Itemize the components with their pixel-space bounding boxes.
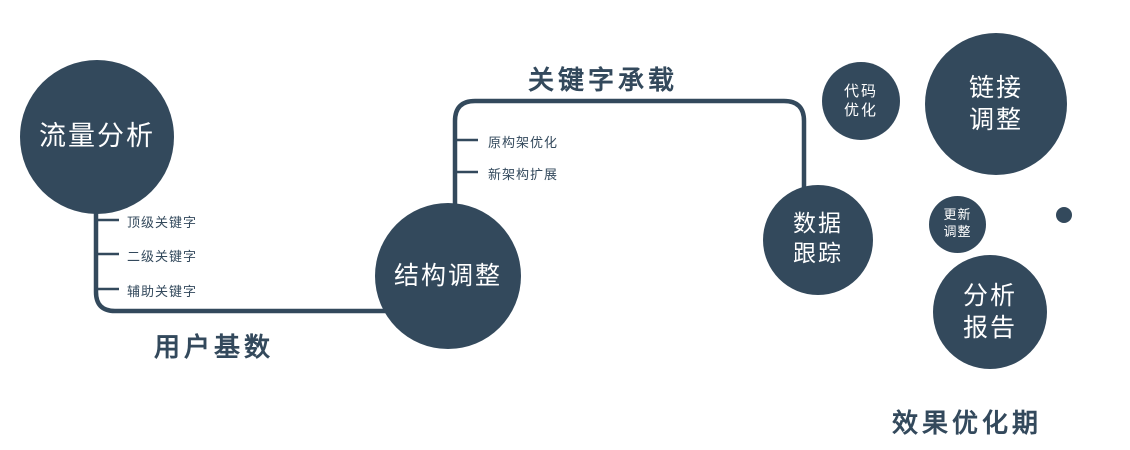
node-traffic-analysis: 流量分析 [20, 60, 174, 214]
node-analysis-report: 分析 报告 [933, 255, 1047, 369]
connector-traffic-to-structure [93, 198, 390, 314]
node-traffic-analysis-label: 流量分析 [39, 121, 155, 153]
branch-label-original-architecture: 原构架优化 [488, 136, 559, 151]
branch-label-auxiliary-keywords: 辅助关键字 [127, 285, 198, 300]
node-update-adjustment-line2: 调整 [943, 224, 972, 240]
node-structure-adjustment: 结构调整 [375, 203, 521, 349]
connector-structure-to-tracking [452, 98, 807, 208]
node-data-tracking-line1: 数据 [793, 211, 843, 238]
branch-label-new-architecture: 新架构扩展 [488, 168, 559, 183]
label-user-base: 用户基数 [154, 333, 275, 363]
node-data-tracking: 数据 跟踪 [763, 185, 873, 295]
branch-label-top-keywords: 顶级关键字 [127, 216, 198, 231]
node-code-optimization: 代码 优化 [822, 62, 900, 140]
label-effect-optimization-period: 效果优化期 [892, 409, 1043, 439]
node-code-optimization-line2: 优化 [843, 101, 878, 119]
node-update-adjustment-line1: 更新 [943, 207, 972, 223]
label-keyword-carrying: 关键字承载 [528, 66, 679, 96]
node-update-adjustment: 更新 调整 [929, 196, 986, 253]
node-link-adjustment: 链接 调整 [925, 33, 1067, 175]
node-data-tracking-line2: 跟踪 [793, 241, 843, 267]
node-code-optimization-line1: 代码 [843, 81, 878, 100]
dot-bullet [1056, 207, 1072, 223]
node-analysis-report-line2: 报告 [962, 313, 1017, 342]
node-link-adjustment-line1: 链接 [968, 72, 1023, 102]
node-link-adjustment-line2: 调整 [968, 105, 1023, 134]
node-structure-adjustment-label: 结构调整 [393, 260, 502, 290]
branch-label-secondary-keywords: 二级关键字 [127, 250, 198, 265]
node-analysis-report-line1: 分析 [962, 280, 1017, 310]
